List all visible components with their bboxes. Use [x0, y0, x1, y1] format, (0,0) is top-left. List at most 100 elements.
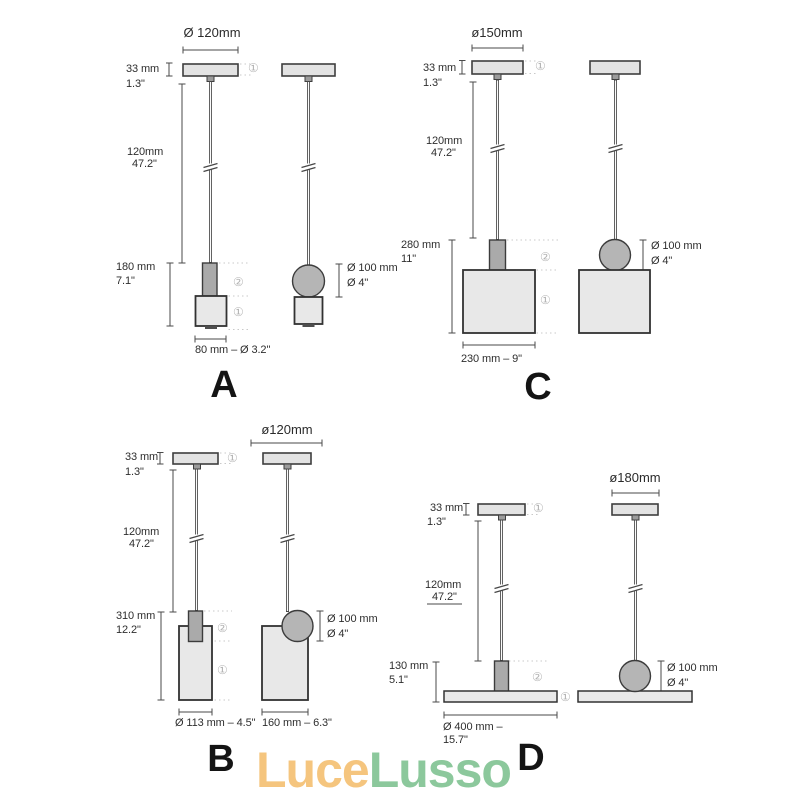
d-sphere-diameter-in: Ø 4" [667, 677, 689, 689]
d-left-canopy [477, 503, 526, 516]
d-canopy-height-in: 1.3" [427, 516, 446, 528]
a-stem-part-marker: ② [233, 275, 244, 289]
c-left-stem [488, 239, 507, 272]
d-cable-length-in: 47.2" [432, 591, 457, 603]
c-left-cable-connector [493, 73, 502, 80]
d-right-sphere [618, 659, 652, 693]
c-cable-length-in: 47.2" [431, 147, 456, 159]
b-right-shade-width-label: 160 mm – 6.3" [262, 717, 332, 729]
c-right-cable-connector [611, 73, 620, 80]
cable-break-gap [630, 584, 641, 591]
b-shade-part-marker: ① [217, 663, 228, 677]
d-canopy-diameter-label: ø180mm [609, 470, 661, 485]
c-right-canopy [589, 60, 641, 75]
cable-break-gap [610, 144, 621, 151]
a-canopy-height-in: 1.3" [126, 78, 145, 90]
a-extension-dotted-lines [219, 63, 252, 331]
b-right-sphere [281, 609, 314, 643]
b-body-height-in: 12.2" [116, 624, 141, 636]
a-canopy-diameter-label: Ø 120mm [183, 25, 241, 40]
b-cable-length-mm: 120mm [123, 526, 160, 538]
a-shade-width-dimension-line [194, 335, 227, 343]
a-cable-length-dimension-line [178, 83, 186, 264]
a-cable-length-mm: 120mm [127, 146, 164, 158]
b-left-stem [187, 610, 204, 643]
a-left-stem [201, 262, 218, 297]
cable-break-gap [205, 163, 216, 170]
variant-d-label: D [517, 737, 545, 779]
c-canopy-height-in: 1.3" [423, 77, 442, 89]
variant-c-drawing [448, 44, 651, 349]
d-disc-width-label-line1: Ø 400 mm – [443, 721, 503, 733]
c-canopy-height-mm: 33 mm [423, 62, 457, 74]
c-right-cable-break-mark [608, 143, 623, 154]
c-canopy-diameter-dimension-line [471, 44, 524, 52]
variant-b-label: B [207, 738, 235, 780]
variant-b-drawing [157, 439, 324, 716]
c-sphere-diameter-mm: Ø 100 mm [651, 240, 702, 252]
b-canopy-height-bracket [157, 452, 164, 465]
d-left-disc-shade [443, 690, 558, 703]
b-canopy-height-in: 1.3" [125, 466, 144, 478]
a-right-sphere [291, 264, 326, 298]
a-canopy-part-marker: ① [248, 61, 259, 75]
a-left-cable-break-mark [203, 162, 218, 173]
d-left-cable-break-mark [494, 583, 509, 594]
brand-word-lusso: Lusso [368, 742, 512, 798]
b-canopy-diameter-label: ø120mm [261, 422, 313, 437]
variant-a-label: A [210, 364, 238, 406]
b-left-shade-width-label: Ø 113 mm – 4.5" [175, 717, 256, 729]
c-cable-length-mm: 120mm [426, 135, 463, 147]
a-shade-part-marker: ① [233, 305, 244, 319]
a-canopy-diameter-dimension-line [182, 46, 239, 54]
d-canopy-diameter-dimension-line [611, 489, 660, 497]
c-cable-length-dimension-line [469, 81, 477, 239]
d-sphere-diameter-mm: Ø 100 mm [667, 662, 718, 674]
c-body-height-mm: 280 mm [401, 239, 441, 251]
brand-word-luce: Luce [256, 742, 370, 798]
d-stem-part-marker: ② [532, 670, 543, 684]
d-body-height-in: 5.1" [389, 674, 408, 686]
d-body-height-mm: 130 mm [389, 660, 429, 672]
c-canopy-height-bracket [459, 60, 466, 75]
c-left-shade [462, 269, 536, 334]
cable-break-gap [496, 584, 507, 591]
d-body-height-dimension-line [432, 661, 440, 703]
cable-break-gap [282, 534, 293, 541]
b-body-height-dimension-line [157, 611, 165, 701]
d-right-cable-connector [631, 514, 640, 521]
d-canopy-height-mm: 33 mm [430, 502, 464, 514]
d-right-cable-break-mark [628, 583, 643, 594]
d-cable-length-mm: 120mm [425, 579, 462, 591]
b-cable-length-dimension-line [169, 469, 177, 613]
b-extension-dotted-lines [204, 452, 232, 701]
b-sphere-diameter-in: Ø 4" [327, 628, 349, 640]
c-shade-width-label: 230 mm – 9" [461, 353, 522, 365]
a-cable-length-in: 47.2" [132, 158, 157, 170]
a-right-cable-connector [304, 75, 313, 82]
c-right-shade [578, 269, 651, 334]
a-shade-width-label: 80 mm – Ø 3.2" [195, 344, 271, 356]
d-disc-part-marker: ① [560, 690, 571, 704]
b-right-cable-break-mark [280, 533, 295, 544]
a-sphere-diameter-in: Ø 4" [347, 277, 369, 289]
d-sphere-diameter-dimension-line [657, 660, 665, 692]
b-right-shade-width-dimension-line [261, 708, 309, 716]
b-left-shade-width-dimension-line [178, 708, 213, 716]
a-left-bulb [205, 326, 217, 329]
a-canopy-height-mm: 33 mm [126, 63, 160, 75]
b-left-canopy [172, 452, 219, 465]
a-left-cable-connector [206, 75, 215, 82]
c-right-sphere [598, 238, 632, 272]
b-body-height-mm: 310 mm [116, 610, 156, 622]
d-left-cable-connector [498, 514, 506, 521]
a-right-canopy [281, 63, 336, 77]
a-canopy-height-bracket [166, 62, 173, 77]
c-body-height-dimension-line [448, 239, 456, 334]
cable-break-gap [492, 144, 503, 151]
d-canopy-part-marker: ① [533, 501, 544, 515]
b-canopy-height-mm: 33 mm [125, 451, 159, 463]
cable-break-gap [191, 534, 202, 541]
